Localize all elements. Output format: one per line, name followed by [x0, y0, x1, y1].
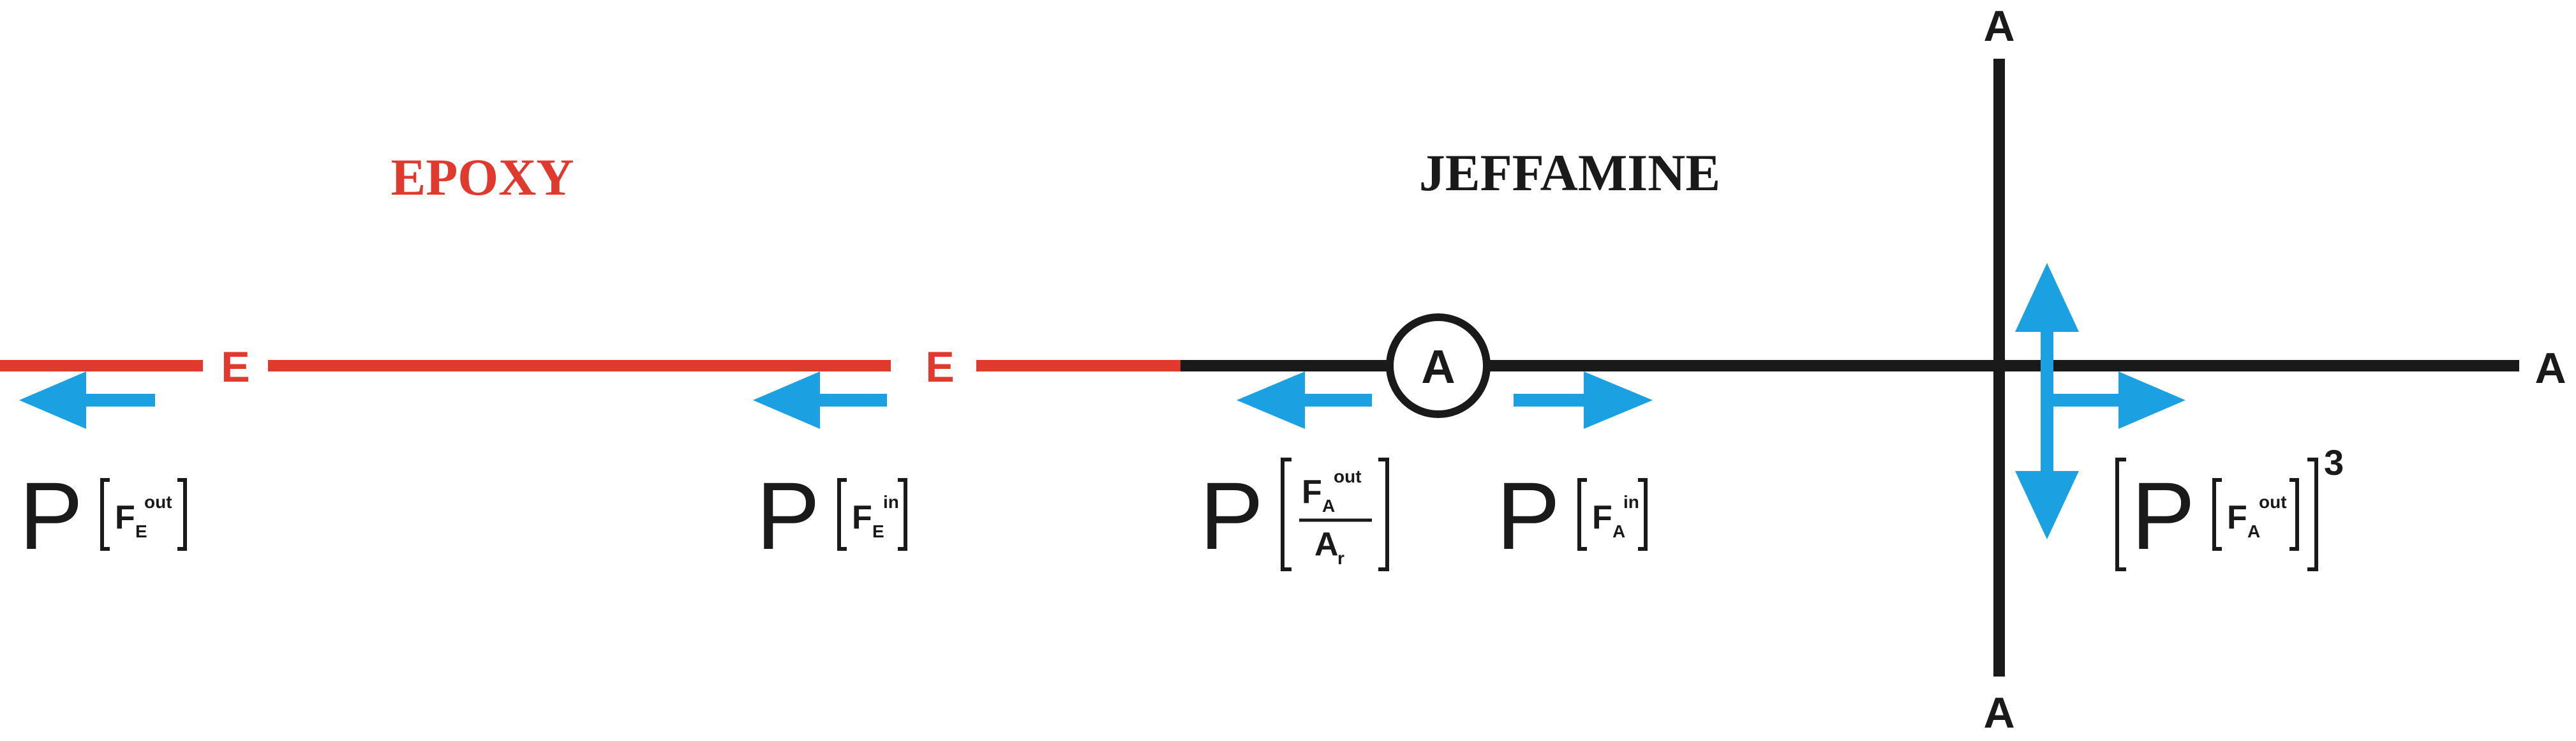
jeffamine-label: JEFFAMINE [1419, 144, 1720, 202]
bracket-right [1378, 458, 1389, 571]
bracket-right [2289, 478, 2299, 551]
epoxy-end-label-left: E [221, 343, 249, 391]
arrows [19, 263, 2185, 539]
formula-f: F [1592, 499, 1612, 536]
bracket-left [837, 478, 847, 551]
bracket-right [1638, 478, 1648, 551]
outer-bracket-right [2307, 458, 2318, 571]
outer-bracket-left [2115, 458, 2126, 571]
bracket-left [2212, 478, 2222, 551]
formula-epoxy-in: P F E in [756, 462, 907, 569]
formula-p: P [2131, 462, 2195, 569]
formula-denominator: A [1314, 526, 1339, 563]
arrow-up-icon [2015, 263, 2079, 408]
amine-end-label-bottom: A [1983, 689, 2014, 737]
formula-sub: E [135, 521, 147, 541]
formula-sub: E [872, 521, 884, 541]
formula-p: P [1496, 462, 1560, 569]
formula-p: P [1200, 462, 1263, 569]
epoxy-label: EPOXY [391, 148, 574, 206]
formula-f: F [1302, 474, 1322, 511]
bracket-left [1281, 458, 1292, 571]
formula-sup: out [144, 492, 172, 512]
arrow-left-icon [19, 371, 155, 429]
epoxy-end-label-right: E [925, 343, 954, 391]
formula-epoxy-out: P F E out [19, 462, 187, 569]
bracket-right [177, 478, 187, 551]
bracket-left [100, 478, 110, 551]
amine-node [1386, 313, 1491, 418]
formula-sub: A [1322, 496, 1335, 516]
formula-amine-out-fraction: P F A out A r [1200, 458, 1389, 571]
formula-sup: out [1334, 467, 1362, 486]
formula-sup: out [2259, 492, 2287, 512]
arrow-right-icon [1514, 371, 1653, 429]
formula-sub: A [1612, 521, 1625, 541]
bracket-left [1577, 478, 1587, 551]
arrow-left-icon [753, 371, 887, 429]
amine-end-label-top: A [1983, 2, 2014, 50]
formula-sup: in [1623, 492, 1639, 512]
formula-amine-out-cubed: P F A out 3 [2115, 442, 2344, 571]
formula-f: F [115, 499, 135, 536]
amine-node-label: A [1421, 340, 1455, 393]
jeffamine-chain: A [1180, 59, 2519, 677]
formula-sup: in [883, 492, 899, 512]
arrow-right-icon [2047, 371, 2185, 429]
bracket-right [898, 478, 907, 551]
arrow-left-icon [1237, 371, 1372, 429]
arrow-down-icon [2015, 408, 2079, 539]
formula-f: F [2227, 499, 2247, 536]
amine-end-label-right: A [2535, 344, 2566, 393]
formula-power: 3 [2324, 442, 2344, 483]
formula-amine-in: P F A in [1496, 462, 1648, 569]
formula-p: P [756, 462, 820, 569]
formula-denominator-sub: r [1337, 548, 1344, 568]
formula-p: P [19, 462, 83, 569]
formula-f: F [852, 499, 872, 536]
formula-sub: A [2247, 521, 2260, 541]
